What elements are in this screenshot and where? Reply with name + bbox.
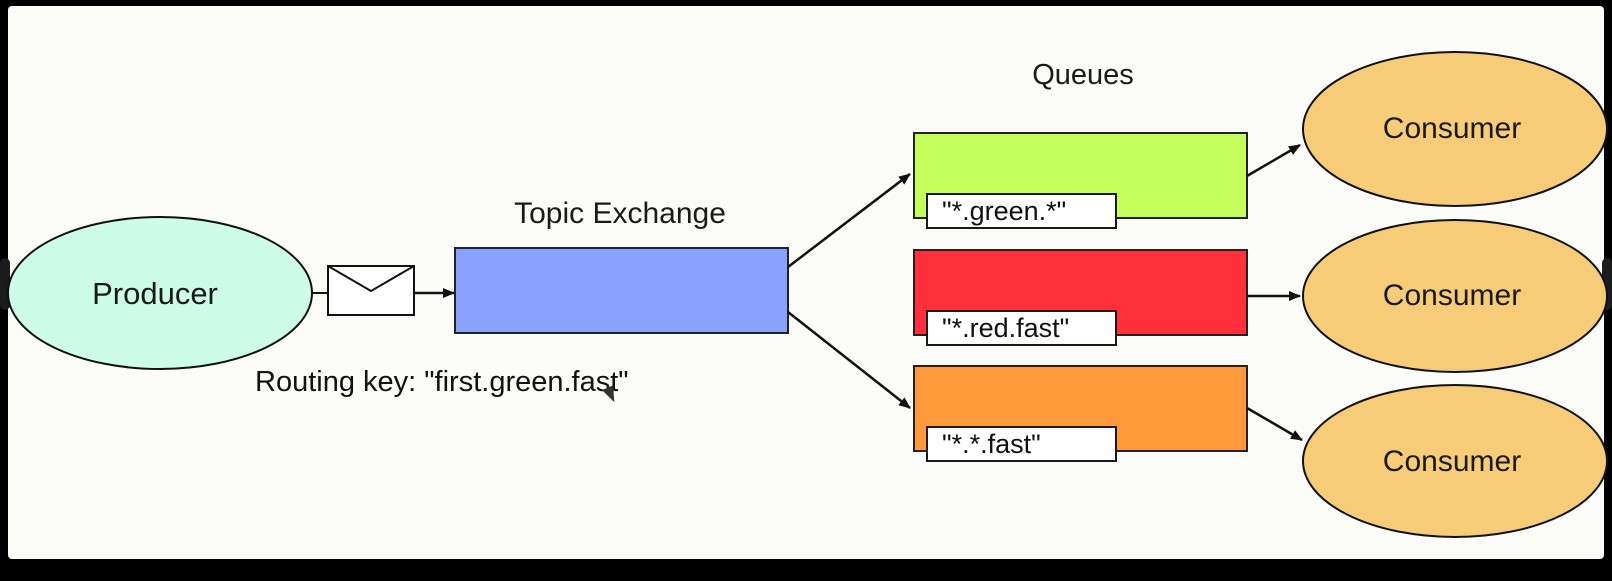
consumer-label-3: Consumer: [1383, 445, 1521, 478]
binding-key-red: "*.red.fast": [926, 310, 1117, 346]
topic-exchange-box: [454, 247, 789, 334]
consumer-label-1: Consumer: [1383, 112, 1521, 145]
green-queue-to-consumer-arrow: [1246, 143, 1301, 178]
exchange-title: Topic Exchange: [514, 197, 726, 230]
right-edge-handle[interactable]: [1602, 258, 1612, 310]
consumer-node-2: [1302, 219, 1608, 373]
queues-title: Queues: [1032, 59, 1134, 91]
producer-label: Producer: [92, 276, 218, 311]
exchange-to-orange-queue-arrow: [787, 311, 911, 409]
binding-key-orange: "*.*.fast": [926, 426, 1117, 462]
routing-key-label: Routing key: "first.green.fast": [255, 366, 629, 398]
consumer-node-1: [1302, 51, 1608, 207]
exchange-to-green-queue-arrow: [787, 173, 911, 268]
binding-key-green: "*.green.*": [926, 193, 1117, 229]
orange-queue-to-consumer-arrow: [1246, 406, 1303, 442]
consumer-label-2: Consumer: [1383, 279, 1521, 312]
envelope-icon: [327, 265, 415, 316]
consumer-node-3: [1302, 384, 1608, 538]
left-edge-handle[interactable]: [0, 258, 10, 310]
